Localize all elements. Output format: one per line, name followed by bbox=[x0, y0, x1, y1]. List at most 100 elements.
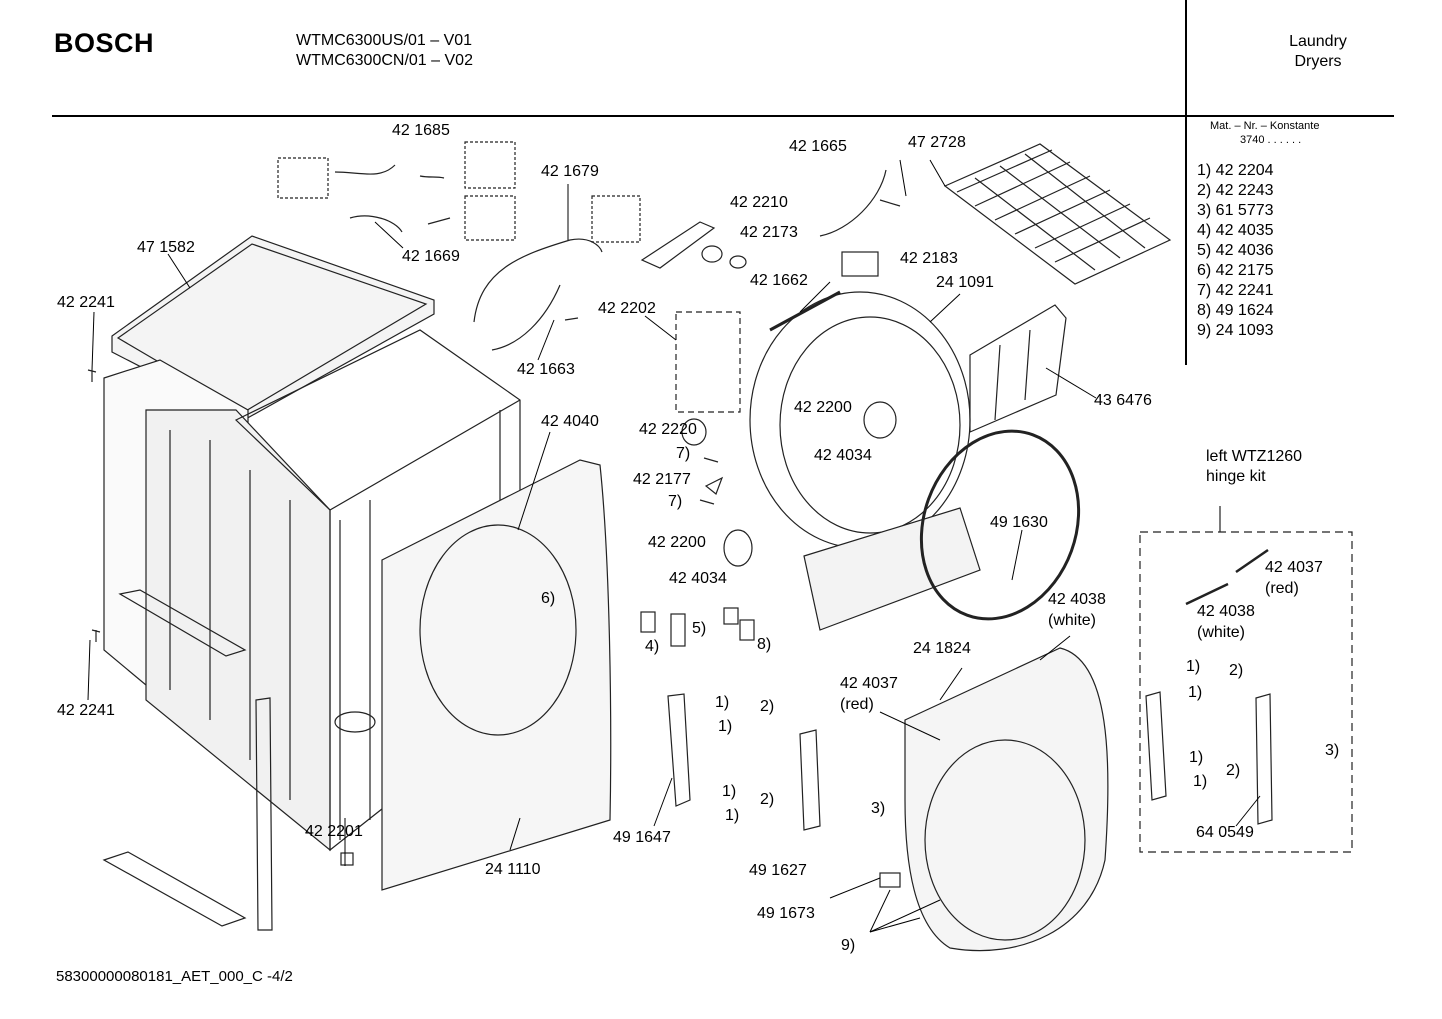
part-label: 42 4037 bbox=[1265, 559, 1323, 576]
hinge-kit-plate bbox=[1255, 693, 1273, 825]
part-label: 3) bbox=[1325, 742, 1340, 759]
part-label: 2) bbox=[1226, 762, 1241, 779]
part-label: 42 1679 bbox=[541, 163, 599, 180]
part-label: 42 2202 bbox=[598, 300, 656, 317]
clip-part bbox=[670, 613, 686, 647]
vertical-tie-bar bbox=[255, 697, 273, 931]
part-label: 42 1665 bbox=[789, 138, 847, 155]
legend-item: 1) 42 2204 bbox=[1197, 162, 1274, 179]
part-label: 24 1824 bbox=[913, 640, 971, 657]
legend-item: 2) 42 2243 bbox=[1197, 182, 1274, 199]
screw-part bbox=[699, 457, 719, 505]
cable-42-1669 bbox=[349, 215, 451, 233]
cable-42-1665 bbox=[819, 169, 901, 237]
screw-part bbox=[87, 369, 97, 382]
part-label: 42 4037 bbox=[840, 675, 898, 692]
cabinet-frame-inner bbox=[329, 399, 521, 840]
part-label: 1) bbox=[715, 694, 730, 711]
hinge-kit-strips bbox=[1185, 548, 1269, 606]
part-label: 42 1685 bbox=[392, 122, 450, 139]
hinge-kit-title: hinge kit bbox=[1206, 468, 1266, 485]
leader-lines bbox=[87, 159, 1261, 933]
rear-crossbar bbox=[118, 589, 247, 657]
connector-detail-box bbox=[277, 157, 329, 199]
part-label: 7) bbox=[676, 445, 691, 462]
legend-item: 6) 42 2175 bbox=[1197, 262, 1274, 279]
front-panel-door-opening bbox=[419, 524, 577, 736]
part-label: 42 4038 bbox=[1197, 603, 1255, 620]
category-line-1: Laundry bbox=[1289, 33, 1347, 50]
base-tie-bar bbox=[102, 851, 247, 927]
connector-detail-box bbox=[464, 141, 516, 189]
part-label: 42 2210 bbox=[730, 194, 788, 211]
drying-rack-part bbox=[943, 143, 1172, 285]
part-label: 42 2241 bbox=[57, 294, 115, 311]
connector-detail-box bbox=[591, 195, 641, 243]
part-label: 1) bbox=[725, 807, 740, 824]
part-label: 1) bbox=[718, 718, 733, 735]
part-label: 42 4040 bbox=[541, 413, 599, 430]
drum-rear-bulkhead bbox=[749, 291, 971, 549]
door-window bbox=[924, 739, 1086, 941]
part-label: 42 1663 bbox=[517, 361, 575, 378]
legend-item: 8) 49 1624 bbox=[1197, 302, 1274, 319]
door-assembly-part bbox=[904, 647, 1109, 952]
part-label: 1) bbox=[1193, 773, 1208, 790]
model-number-1: WTMC6300US/01 – V01 bbox=[296, 32, 473, 49]
clip-part bbox=[739, 619, 755, 641]
connector-block-part bbox=[841, 251, 879, 277]
part-label: 9) bbox=[841, 937, 856, 954]
part-label: 49 1627 bbox=[749, 862, 807, 879]
part-label: 2) bbox=[760, 698, 775, 715]
hinge-kit-hinge bbox=[1145, 691, 1167, 801]
part-label: 42 2241 bbox=[57, 702, 115, 719]
part-label: 3) bbox=[871, 800, 886, 817]
legend-item: 5) 42 4036 bbox=[1197, 242, 1274, 259]
screw-part bbox=[91, 629, 101, 642]
part-label: (white) bbox=[1048, 612, 1097, 629]
part-label: 42 2183 bbox=[900, 250, 958, 267]
cable-42-1663 bbox=[491, 284, 579, 351]
part-label: 49 1647 bbox=[613, 829, 671, 846]
duct-housing-part bbox=[803, 507, 981, 631]
part-label: 1) bbox=[1186, 658, 1201, 675]
legend-item: 9) 24 1093 bbox=[1197, 322, 1274, 339]
cabinet-ribs bbox=[169, 430, 291, 800]
motor-pulley-part bbox=[681, 418, 707, 446]
connector-detail-box bbox=[464, 195, 516, 241]
document-code: 58300000080181_AET_000_C -4/2 bbox=[56, 968, 293, 985]
legend-item: 7) 42 2241 bbox=[1197, 282, 1274, 299]
lint-filter-part bbox=[969, 304, 1067, 433]
sensor-part bbox=[701, 245, 723, 263]
cable-42-1685 bbox=[334, 164, 445, 179]
part-label: 42 2173 bbox=[740, 224, 798, 241]
part-label: 47 2728 bbox=[908, 134, 966, 151]
screw-part bbox=[340, 852, 354, 866]
mat-nr-label: Mat. – Nr. – Konstante bbox=[1210, 120, 1320, 132]
hinge-kit-box bbox=[1139, 531, 1353, 853]
legend-item: 4) 42 4035 bbox=[1197, 222, 1274, 239]
part-label: 24 1091 bbox=[936, 274, 994, 291]
part-label: 42 4038 bbox=[1048, 591, 1106, 608]
part-label: 24 1110 bbox=[485, 861, 541, 878]
part-label: (red) bbox=[840, 696, 874, 713]
brand-logo-text: BOSCH bbox=[54, 28, 155, 58]
mat-nr-value: 3740 . . . . . . bbox=[1240, 134, 1302, 146]
part-label: 1) bbox=[1188, 684, 1203, 701]
part-label: 43 6476 bbox=[1094, 392, 1152, 409]
drum-bearing bbox=[863, 401, 897, 439]
legend-item: 3) 61 5773 bbox=[1197, 202, 1274, 219]
part-label: 42 2201 bbox=[305, 823, 363, 840]
category-line-2: Dryers bbox=[1294, 53, 1342, 70]
part-label: 42 4034 bbox=[814, 447, 872, 464]
part-label: 64 0549 bbox=[1196, 824, 1254, 841]
cable-42-1662 bbox=[769, 290, 841, 332]
front-panel-part bbox=[381, 459, 612, 891]
part-label: 42 2177 bbox=[633, 471, 691, 488]
hinge-part bbox=[667, 693, 691, 807]
cable-42-1679 bbox=[473, 238, 603, 323]
part-label: 42 2200 bbox=[648, 534, 706, 551]
part-label: 42 1662 bbox=[750, 272, 808, 289]
drum-rear-inner bbox=[779, 316, 961, 534]
